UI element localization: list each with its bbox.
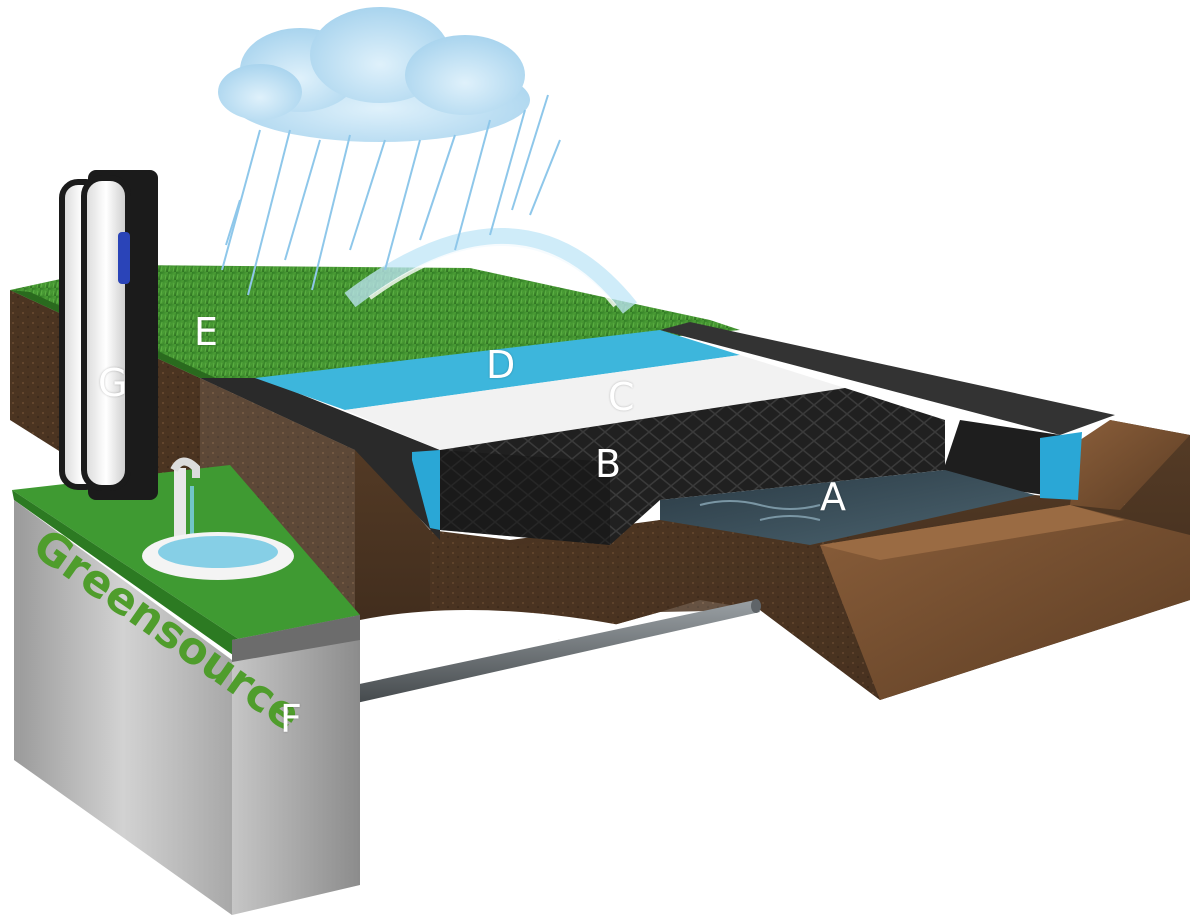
rain-streak [311, 134, 351, 291]
tap-stream [190, 486, 194, 536]
label-c: C [608, 375, 635, 419]
rain-streak [221, 129, 261, 271]
overflow-pipe [350, 599, 761, 704]
pipe-body [350, 600, 760, 704]
soil-texture-trench [430, 520, 880, 700]
rain-cloud [218, 7, 530, 142]
layer-c-band [345, 355, 845, 450]
liner-back-rim [660, 322, 1115, 435]
rain-streak [419, 134, 456, 241]
rain-streak [225, 199, 241, 246]
layer-b-crates [440, 388, 945, 545]
soil-cut-void [360, 610, 880, 700]
right-soil-ledge [1070, 420, 1190, 510]
rain-streak [284, 139, 321, 261]
label-a: A [820, 475, 846, 519]
label-f: F [280, 697, 302, 741]
liner-left-wall [200, 378, 440, 540]
crate-front-shade [440, 450, 610, 545]
layer-a-water [660, 470, 1035, 545]
filter-gauge [118, 232, 130, 284]
label-b: B [595, 442, 622, 486]
tap-post [174, 468, 186, 538]
basin-water [158, 536, 278, 568]
liner-frame [200, 322, 1115, 540]
pipe-end [751, 599, 761, 613]
rain-streak [511, 94, 549, 211]
liner-right-wall [940, 420, 1060, 495]
cloud-puff-3 [405, 35, 525, 115]
layer-d-band [255, 330, 740, 410]
rain-streak [384, 139, 421, 271]
tank [12, 465, 360, 915]
rain-streaks [221, 94, 561, 296]
tank-top-edge [12, 490, 240, 660]
rain-streak [247, 129, 291, 296]
liner-edge-right [1040, 432, 1082, 500]
grass-top [10, 265, 740, 378]
label-d: D [486, 343, 516, 387]
rain-streak [529, 139, 561, 216]
label-e: E [194, 310, 219, 354]
rain-streak [454, 119, 491, 251]
tank-front [14, 500, 232, 915]
ground-block [10, 290, 1190, 700]
label-g: G [98, 361, 128, 405]
right-soil-top [820, 505, 1125, 560]
filter-unit [59, 170, 158, 500]
rain-streak [349, 139, 386, 251]
filter-cartridge-2 [81, 175, 131, 491]
water-ripples [699, 500, 821, 521]
liner-edge-left [412, 450, 440, 530]
tank-rim [232, 615, 360, 662]
tap-and-basin [142, 457, 294, 580]
sprinkler-spray-arc [344, 227, 638, 314]
rain-streak [489, 109, 526, 236]
cloud-puff-4 [218, 64, 302, 120]
sprinkler-spray-highlight [368, 244, 617, 308]
tank-side [232, 615, 360, 915]
tap-spout [170, 457, 200, 478]
